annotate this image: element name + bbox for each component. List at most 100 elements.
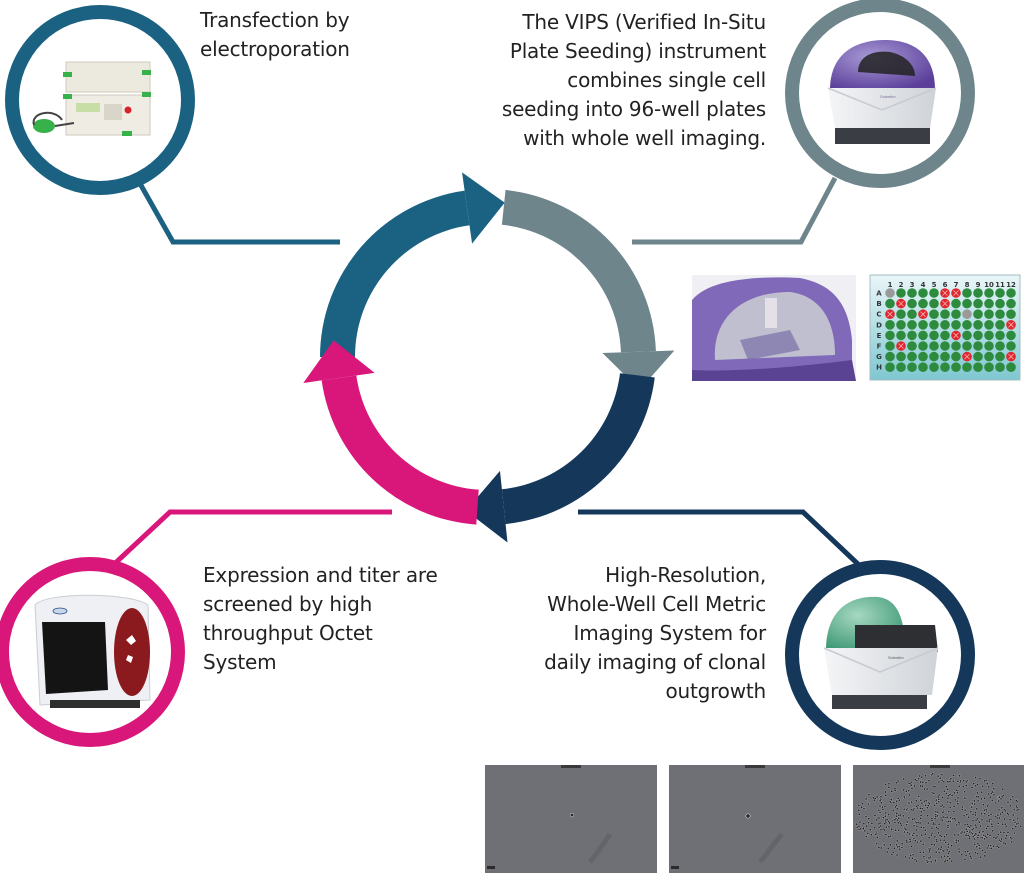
cell-dot (896, 797, 900, 800)
cell-dot (948, 806, 952, 809)
cell-dot (924, 804, 927, 807)
cell-dot (907, 816, 911, 820)
well (885, 320, 895, 330)
cell-dot (979, 824, 982, 828)
cell-dot (912, 824, 916, 828)
octet-instrument-circle (0, 557, 185, 747)
cell-dot (915, 825, 919, 828)
cell-dot (927, 804, 930, 807)
cell-dot (971, 819, 975, 823)
electroporation-instrument-icon (32, 61, 151, 136)
cell-dot (907, 801, 911, 805)
cell-dot (1015, 804, 1018, 808)
cell-dot (939, 848, 943, 851)
cell-dot (889, 843, 892, 847)
cell-dot (971, 832, 974, 836)
cell-dot (996, 821, 1000, 825)
cell-dot (940, 773, 944, 777)
cell-dot (953, 833, 957, 837)
reject-mark-icon (953, 290, 959, 296)
connector-imaging (578, 509, 862, 568)
cell-dot (857, 824, 861, 828)
cell-dot (956, 791, 959, 794)
cell-dot (911, 834, 915, 837)
cell-dot (989, 795, 992, 799)
cell-dot (971, 813, 975, 816)
cell-dot (877, 809, 881, 812)
well (962, 320, 972, 330)
cell-dot (978, 820, 981, 824)
cell-dot (957, 847, 961, 851)
cell-dot (946, 859, 949, 863)
cell-dot (866, 832, 870, 835)
well (907, 309, 917, 320)
cell-dot (937, 800, 940, 804)
cell-dot (972, 782, 976, 785)
cell-dot (895, 812, 899, 816)
cell-dot (857, 809, 861, 812)
cell-dot (874, 833, 878, 836)
cell-dot (940, 855, 943, 859)
cell-dot (940, 779, 944, 782)
cell-dot (1009, 798, 1013, 801)
well (973, 351, 983, 362)
cell-dot (913, 784, 916, 788)
plate-row-label: C (876, 311, 881, 319)
step-vips-text: The VIPS (Verified In-Situ Plate Seeding… (470, 8, 766, 153)
well (951, 298, 961, 309)
plate-column-label: 7 (954, 281, 959, 289)
well (973, 362, 983, 373)
cell-dot (884, 811, 888, 815)
cell-dot (927, 856, 931, 860)
cell-dot (1019, 824, 1023, 828)
cell-dot (878, 811, 882, 814)
cell-dot (935, 802, 938, 805)
cell-dot (983, 851, 987, 854)
well (918, 351, 928, 362)
reject-mark-icon (964, 353, 970, 360)
well (995, 362, 1005, 373)
plate-row-label: H (876, 364, 882, 372)
cell-dot (924, 781, 928, 785)
cell-dot (897, 845, 901, 849)
cell-dot (955, 788, 958, 792)
well (907, 351, 917, 362)
cell-dot (973, 799, 976, 803)
cell-dot (948, 857, 952, 861)
well (918, 288, 928, 298)
cell-dot (930, 833, 933, 837)
cell-dot (907, 789, 911, 793)
cell-dot (955, 823, 959, 827)
vips-instrument-circle: Solentim (785, 0, 975, 188)
cell-dot (978, 846, 982, 850)
cell-dot (915, 859, 918, 863)
cell-dot (950, 794, 954, 797)
cell-dot (943, 860, 947, 864)
cell-dot (934, 859, 937, 863)
well (907, 330, 917, 341)
cell-dot (933, 817, 937, 821)
cell-dot (942, 838, 946, 842)
cell-dot (900, 846, 904, 849)
cell-dot (862, 807, 866, 810)
cell-dot (924, 774, 927, 778)
cell-dot (884, 794, 888, 797)
cell-dot (870, 833, 873, 837)
well (962, 288, 972, 298)
cell-dot (904, 828, 908, 831)
well (973, 288, 983, 298)
cell-dot (991, 829, 995, 833)
cell-dot (919, 780, 922, 784)
cell-dot (962, 785, 965, 788)
plate-column-label: 12 (1006, 281, 1016, 289)
cell-dot (928, 802, 931, 806)
cell-dot (936, 814, 939, 818)
cell-dot (973, 837, 976, 841)
well (951, 309, 961, 320)
cell-dot (970, 802, 974, 805)
well (995, 330, 1005, 341)
plate-column-label: 8 (965, 281, 970, 289)
cell-dot (887, 782, 891, 786)
cell-dot (941, 818, 944, 822)
cell-dot (986, 833, 990, 836)
